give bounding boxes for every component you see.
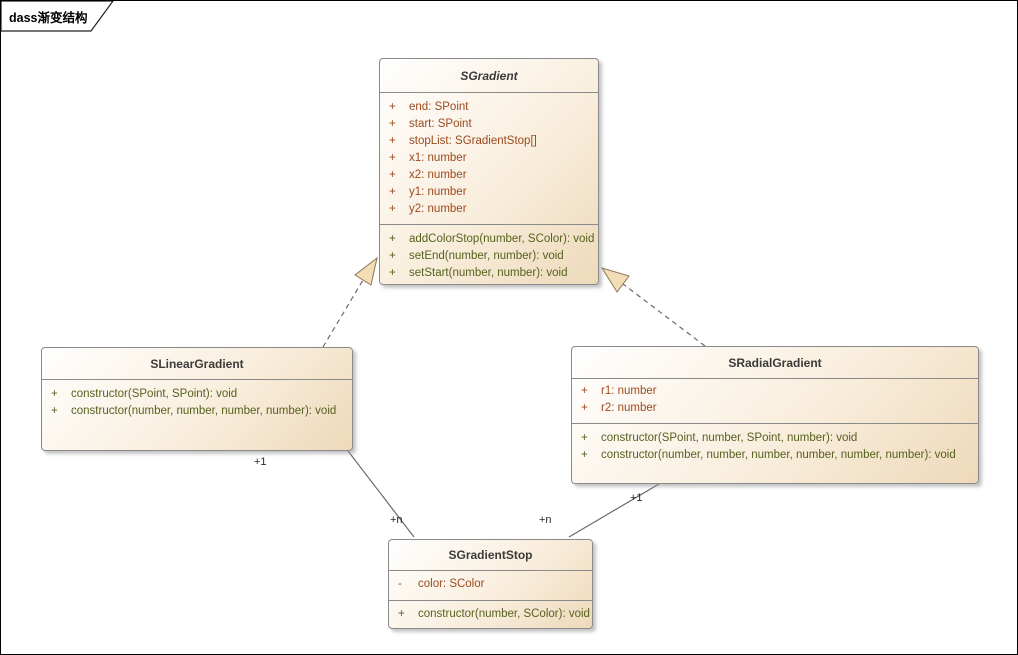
attribute-row: + y2: number	[389, 203, 467, 215]
attribute-row: + y1: number	[389, 186, 467, 198]
method-row: + setStart(number, number): void	[389, 267, 568, 279]
multiplicity-label: +1	[630, 492, 643, 504]
attribute-row: + r1: number	[581, 385, 657, 397]
method-row: + constructor(number, number, number, nu…	[51, 405, 337, 417]
method-row: + constructor(number, SColor): void	[398, 608, 590, 620]
multiplicity-label: +1	[254, 456, 267, 468]
class-slineargradient[interactable]: SLinearGradient + constructor(SPoint, SP…	[41, 347, 353, 451]
attribute-row: + r2: number	[581, 402, 657, 414]
class-sgradient[interactable]: SGradient + end: SPoint + start: SPoint …	[379, 58, 599, 285]
association-slineargradient-sgradientstop[interactable]	[347, 450, 415, 538]
method-row: + setEnd(number, number): void	[389, 250, 564, 262]
frame-tab-shape	[1, 1, 114, 32]
method-row: + constructor(SPoint, SPoint): void	[51, 388, 238, 400]
class-title: SGradient	[380, 59, 598, 93]
realization-arrowhead-icon	[600, 267, 630, 293]
attribute-row: + end: SPoint	[389, 101, 469, 113]
attribute-row: - color: SColor	[398, 578, 485, 590]
attributes-compartment: + r1: number + r2: number	[572, 379, 978, 424]
methods-compartment: + addColorStop(number, SColor): void + s…	[380, 225, 598, 284]
method-row: + constructor(SPoint, number, SPoint, nu…	[581, 432, 858, 444]
class-title: SLinearGradient	[42, 348, 352, 380]
attribute-row: + x2: number	[389, 169, 467, 181]
realization-slineargradient-sgradient[interactable]	[322, 279, 364, 348]
diagram-frame-tab: dass渐变结构	[1, 1, 131, 37]
method-row: + addColorStop(number, SColor): void	[389, 233, 595, 245]
methods-compartment: + constructor(number, SColor): void	[389, 601, 592, 628]
multiplicity-label: +n	[539, 514, 552, 526]
attribute-row: + start: SPoint	[389, 118, 472, 130]
attributes-compartment: - color: SColor	[389, 571, 592, 601]
attributes-compartment: + end: SPoint + start: SPoint + stopList…	[380, 93, 598, 225]
class-sgradientstop[interactable]: SGradientStop - color: SColor + construc…	[388, 539, 593, 629]
association-sradialgradient-sgradientstop[interactable]	[568, 483, 660, 538]
attribute-row: + stopList: SGradientStop[]	[389, 135, 537, 147]
class-title: SGradientStop	[389, 540, 592, 571]
class-sradialgradient[interactable]: SRadialGradient + r1: number + r2: numbe…	[571, 346, 979, 484]
class-title: SRadialGradient	[572, 347, 978, 379]
attribute-row: + x1: number	[389, 152, 467, 164]
realization-arrowhead-icon	[354, 256, 378, 286]
diagram-title: dass渐变结构	[9, 11, 88, 25]
realization-sradialgradient-sgradient[interactable]	[622, 283, 706, 347]
methods-compartment: + constructor(SPoint, SPoint): void + co…	[42, 380, 352, 450]
multiplicity-label: +n	[390, 514, 403, 526]
methods-compartment: + constructor(SPoint, number, SPoint, nu…	[572, 424, 978, 483]
method-row: + constructor(number, number, number, nu…	[581, 449, 956, 461]
